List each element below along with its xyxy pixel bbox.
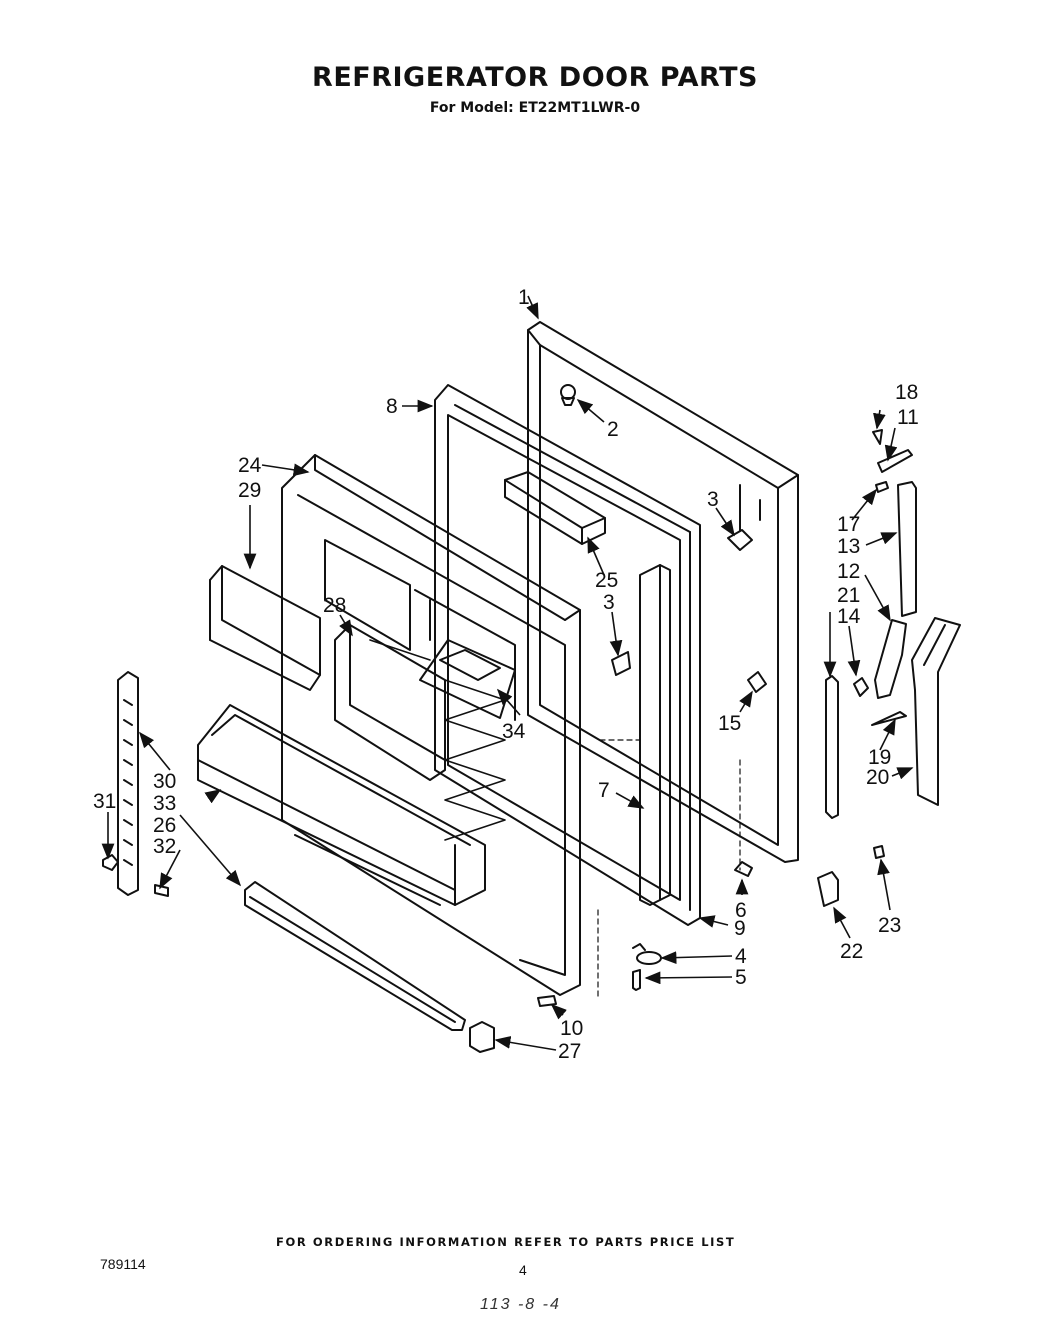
- shelf-support: [117, 671, 139, 896]
- callout-7: 7: [598, 779, 610, 802]
- callout-1: 1: [518, 286, 530, 309]
- hinge-bracket-strip: [825, 675, 839, 819]
- ordering-info-note: FOR ORDERING INFORMATION REFER TO PARTS …: [276, 1235, 736, 1249]
- callout-30: 30: [153, 770, 176, 793]
- inner-door-liner: [281, 454, 581, 996]
- door-edge-trim: [911, 617, 961, 806]
- hinge-cover-lower: [611, 651, 631, 676]
- outer-door-panel: [527, 321, 799, 863]
- hinge-screw: [873, 845, 885, 859]
- spacer-block: [504, 471, 606, 545]
- handle-screw: [537, 995, 557, 1007]
- lower-screw: [632, 969, 641, 991]
- callout-28: 28: [323, 594, 346, 617]
- callout-20: 20: [866, 766, 889, 789]
- callout-15: 15: [718, 712, 741, 735]
- handwritten-note: 113 -8 -4: [480, 1296, 561, 1313]
- callout-31: 31: [93, 790, 116, 813]
- hinge-lower: [853, 619, 907, 726]
- callout-24: 24: [238, 454, 262, 477]
- callout-10: 10: [560, 1017, 583, 1040]
- callout-11: 11: [897, 406, 919, 429]
- callout-5: 5: [735, 966, 747, 989]
- page-title: REFRIGERATOR DOOR PARTS: [312, 62, 758, 93]
- butter-door: [419, 639, 516, 719]
- callout-23: 23: [878, 914, 901, 937]
- assembly-guide-lines: [597, 739, 741, 1001]
- callout-34: 34: [502, 720, 526, 743]
- callout-26: 26: [153, 814, 176, 837]
- hinge-pin-strip: [897, 481, 917, 617]
- callout-18: 18: [895, 381, 918, 404]
- callout-29: 29: [238, 479, 261, 502]
- document-number: 789114: [100, 1256, 146, 1272]
- upper-shelf: [209, 565, 321, 691]
- callout-17: 17: [837, 513, 860, 536]
- dairy-compartment: [334, 624, 446, 781]
- callout-19: 19: [868, 746, 891, 769]
- hinge-cover-upper: [727, 529, 753, 551]
- callout-25: 25: [595, 569, 618, 592]
- model-subtitle: For Model: ET22MT1LWR-0: [429, 100, 641, 116]
- callout-2: 2: [607, 418, 619, 441]
- callout-8: 8: [386, 395, 398, 418]
- callout-4: 4: [735, 945, 747, 968]
- door-stop-plug: [560, 384, 576, 406]
- callout-27: 27: [558, 1040, 581, 1063]
- door-closer-cam: [734, 861, 753, 877]
- trim-end-cap: [469, 1021, 495, 1053]
- callout-3-upper: 3: [707, 488, 719, 511]
- callout-3-lower: 3: [603, 591, 615, 614]
- callout-14: 14: [837, 605, 861, 628]
- callout-12: 12: [837, 560, 860, 583]
- hinge-upper: [872, 429, 913, 493]
- callout-13: 13: [837, 535, 860, 558]
- bottom-trim-strip: [244, 881, 466, 1031]
- liner-ribs: [369, 639, 506, 841]
- page-number: 4: [519, 1262, 527, 1278]
- cam-washer: [632, 943, 662, 965]
- callout-21: 21: [837, 584, 860, 607]
- callout-33: 33: [153, 792, 176, 815]
- callout-22: 22: [840, 940, 863, 963]
- support-clip: [102, 854, 119, 871]
- hinge-clip: [817, 871, 839, 907]
- callout-6: 6: [735, 899, 747, 922]
- callout-9: 9: [734, 917, 746, 940]
- callout-32: 32: [153, 835, 176, 858]
- lower-door-bin: [197, 704, 486, 906]
- door-rail-left: [639, 564, 671, 906]
- plug-button: [747, 671, 767, 693]
